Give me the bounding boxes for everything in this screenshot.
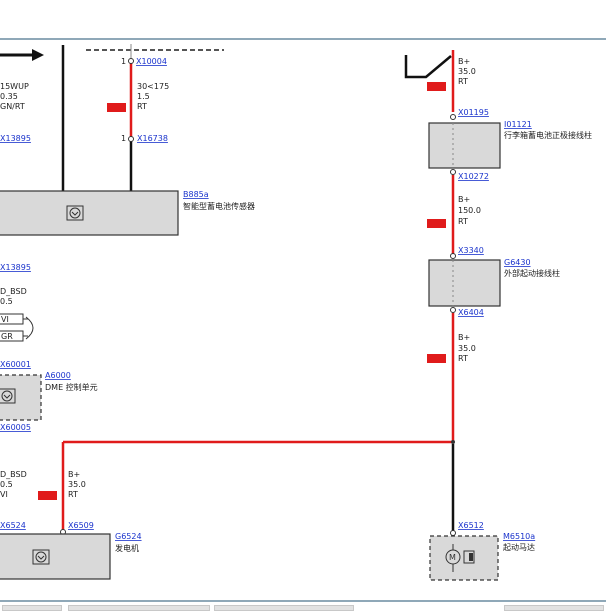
connector-x10004-link[interactable]: X10004 [136,57,167,66]
wire-color: RT [137,102,147,111]
terminal-name: 行李箱蓄电池正极接线柱 [504,130,592,140]
wire-code: B+ [458,195,470,204]
battery-sensor-component[interactable] [0,190,179,236]
connector-x6404-link[interactable]: X6404 [458,308,484,317]
fuse-marker [38,491,57,500]
jump-start-terminal-component[interactable] [428,259,501,307]
wire-code: D_BSD [0,470,27,479]
wire-color: VI [0,490,8,499]
connector-x13895-link[interactable]: X13895 [0,134,31,143]
generator-name: 发电机 [115,543,139,553]
switch-symbol [404,55,452,79]
connector-x16738-link[interactable]: X16738 [137,134,168,143]
wire-color: GN/RT [0,102,25,111]
bottom-tab[interactable] [2,605,62,611]
pin-x6512 [450,530,456,536]
battery-sensor-code-link[interactable]: B885a [183,190,209,199]
component-symbol-icon [66,205,84,221]
wire-color: RT [68,490,78,499]
pin-x10004 [128,58,134,64]
connector-x6509-link[interactable]: X6509 [68,521,94,530]
junction-dot [451,440,455,444]
connector-x6512-link[interactable]: X6512 [458,521,484,530]
pin-x6404 [450,307,456,313]
wire-color-vi: VI [1,315,9,324]
pin-x01195 [450,114,456,120]
wire-code: B+ [68,470,80,479]
wire-color: RT [458,217,468,226]
wire-size: 35.0 [68,480,86,489]
fuse-marker [107,103,126,112]
pin-x3340 [450,253,456,259]
fuse-marker [427,354,446,363]
arrow-right-icon [32,49,44,61]
wire-size: 35.0 [458,67,476,76]
jump-terminal-name: 外部起动接线柱 [504,268,560,278]
wire-color: RT [458,354,468,363]
wire-size: 1.5 [137,92,150,101]
terminal-code-link[interactable]: I01121 [504,120,532,129]
dme-code-link[interactable]: A6000 [45,371,71,380]
jump-terminal-code-link[interactable]: G6430 [504,258,531,267]
wire-size: 0.5 [0,297,13,306]
wire-code: D_BSD [0,287,27,296]
bottom-tab[interactable] [214,605,354,611]
trunk-battery-terminal-component[interactable] [428,122,501,169]
pin-number: 1 [121,57,126,66]
svg-text:M: M [449,553,456,562]
connector-x13895-link[interactable]: X13895 [0,263,31,272]
bottom-status-bar [0,600,606,611]
component-symbol-icon [32,549,50,565]
fuse-marker [427,219,446,228]
fuse-marker [427,82,446,91]
component-symbol-icon [0,388,16,404]
pin-x10272 [450,169,456,175]
bottom-tab[interactable] [68,605,210,611]
wire-size: 150.0 [458,206,481,215]
wire-color: RT [458,77,468,86]
starter-code-link[interactable]: M6510a [503,532,535,541]
wire-code: B+ [458,333,470,342]
wire-code: B+ [458,57,470,66]
wire-size: 0.5 [0,480,13,489]
dme-name: DME 控制单元 [45,382,98,392]
pin-x16738 [128,136,134,142]
bottom-tab[interactable] [504,605,604,611]
generator-component[interactable] [0,533,111,580]
connector-x3340-link[interactable]: X3340 [458,246,484,255]
wire-color-gr: GR [1,332,13,341]
wire-size: 0.35 [0,92,18,101]
motor-icon: M [445,544,475,572]
generator-code-link[interactable]: G6524 [115,532,142,541]
starter-name: 起动马达 [503,542,535,552]
battery-sensor-name: 智能型蓄电池传感器 [183,201,255,211]
wire-code: 15WUP [0,82,29,91]
wire-size: 35.0 [458,344,476,353]
pin-number: 1 [121,134,126,143]
connector-x10272-link[interactable]: X10272 [458,172,489,181]
twisted-pair-symbol [25,316,34,340]
wire-code: 30<175 [137,82,169,91]
connector-x60001-link[interactable]: X60001 [0,360,31,369]
connector-x6524-link[interactable]: X6524 [0,521,26,530]
connector-x60005-link[interactable]: X60005 [0,423,31,432]
connector-x01195-link[interactable]: X01195 [458,108,489,117]
